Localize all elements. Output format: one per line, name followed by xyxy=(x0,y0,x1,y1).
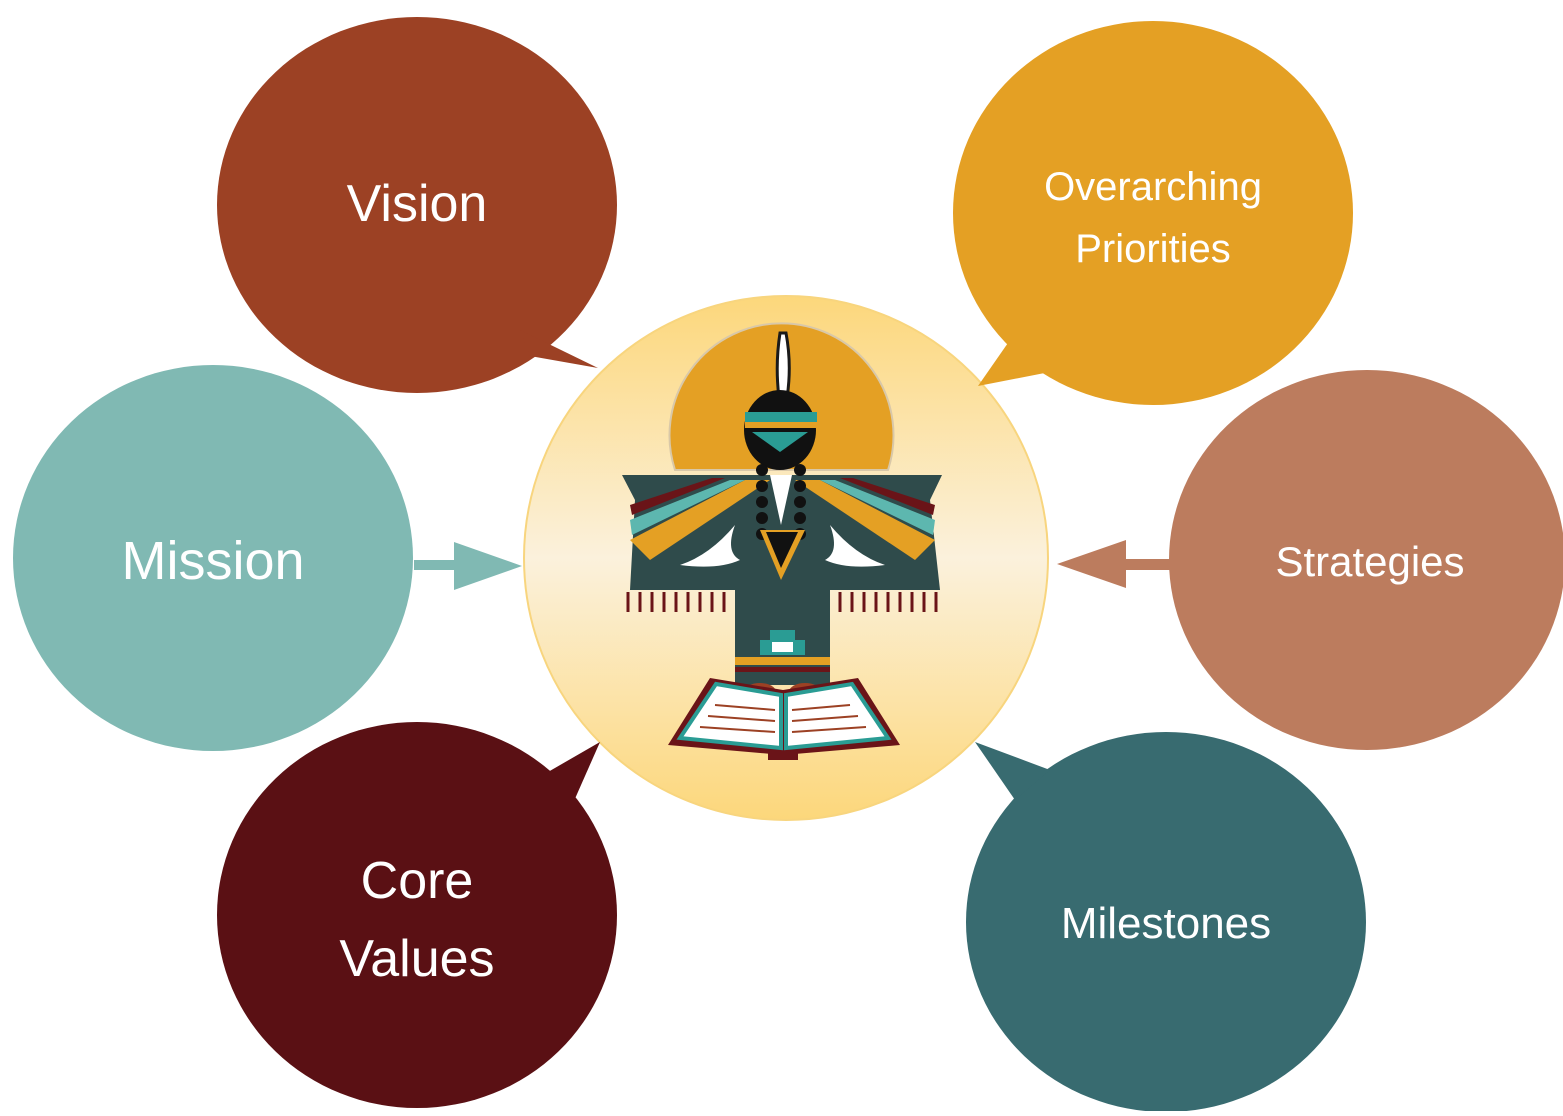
core-values-label-line2: Values xyxy=(339,930,494,988)
overarching-priorities-bubble-tail xyxy=(978,340,1060,386)
overarching-priorities-label-line1: Overarching xyxy=(1044,165,1262,209)
overarching-priorities-label-line2: Priorities xyxy=(1075,227,1231,271)
vision-label: Vision xyxy=(347,175,488,233)
strategies-arrow-head xyxy=(1057,540,1126,588)
vision-bubble-tail xyxy=(520,330,598,368)
overarching-priorities-bubble-shape xyxy=(953,21,1353,405)
core-values-bubble[interactable]: Core Values xyxy=(217,722,617,1108)
milestones-label: Milestones xyxy=(1061,899,1271,948)
vision-bubble[interactable]: Vision xyxy=(217,17,617,393)
milestones-bubble[interactable]: Milestones xyxy=(966,732,1366,1112)
mission-bubble-shape xyxy=(13,365,413,751)
milestones-bubble-shape xyxy=(966,732,1366,1112)
overarching-priorities-bubble[interactable]: Overarching Priorities xyxy=(953,21,1353,405)
strategies-bubble[interactable]: Strategies xyxy=(1169,370,1563,750)
vision-bubble-shape xyxy=(217,17,617,393)
mission-label: Mission xyxy=(121,531,304,591)
core-values-label-line1: Core xyxy=(361,852,474,910)
strategies-arrow xyxy=(1057,540,1172,588)
mission-bubble[interactable]: Mission xyxy=(13,365,413,751)
figure-with-feather-shawl-and-book-icon xyxy=(622,322,942,760)
milestones-bubble-tail xyxy=(975,742,1050,800)
core-values-bubble-tail xyxy=(548,742,600,810)
mission-arrow-head xyxy=(454,542,522,590)
strategies-arrow-shaft xyxy=(1124,559,1172,570)
strategies-label: Strategies xyxy=(1275,538,1464,585)
mission-arrow xyxy=(414,542,522,590)
core-values-bubble-shape xyxy=(217,722,617,1108)
strategies-bubble-shape xyxy=(1169,370,1563,750)
mission-arrow-shaft xyxy=(414,560,456,570)
center-emblem xyxy=(523,295,1049,821)
